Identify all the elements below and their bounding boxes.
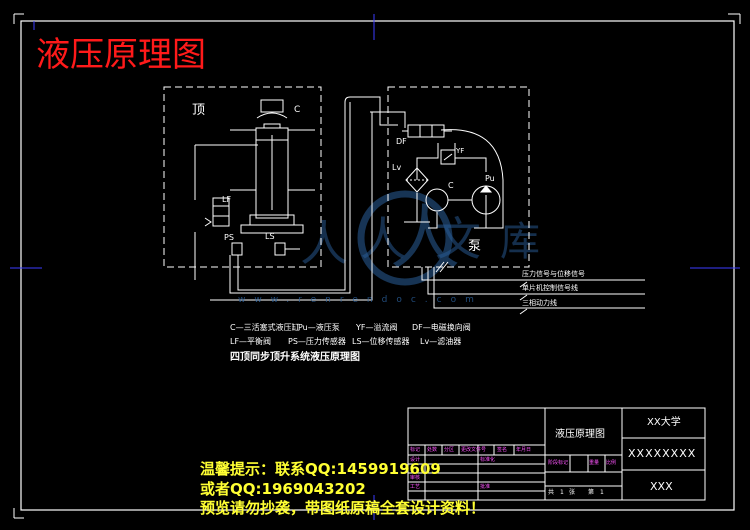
- legend-yf: YF—溢流阀: [356, 323, 398, 332]
- tb-sheet: XXX: [650, 480, 673, 493]
- ps-label: PS: [224, 233, 234, 242]
- center-marks: [10, 14, 740, 520]
- lf-valve: [204, 197, 230, 227]
- tb-sheet-no: 1: [600, 489, 604, 496]
- cylinder-c: [230, 99, 315, 234]
- legend-caption: 四顶同步顶升系统液压原理图: [230, 352, 360, 363]
- page-title: 液压原理图: [36, 35, 206, 75]
- tb-r1: 审核: [410, 475, 421, 481]
- jack-box-label: 顶: [192, 103, 206, 118]
- tb-h4: 签名: [497, 447, 508, 453]
- notice-line-3: 预览请勿抄袭，带图纸原稿全套设计资料！: [200, 499, 486, 517]
- tb-h2: 分区: [444, 447, 455, 453]
- lf-label: LF: [222, 195, 232, 204]
- legend-pu: Pu—液压泵: [298, 323, 340, 332]
- hydraulic-lines: [194, 96, 504, 301]
- yf-valve: [440, 149, 456, 165]
- lv-label: Lv: [392, 163, 402, 172]
- cylinder-label: C: [294, 105, 301, 115]
- jack-dashed-box: [163, 86, 322, 268]
- legend-ps: PS—压力传感器: [288, 337, 346, 346]
- yf-label: YF: [456, 147, 465, 155]
- tb-weight: 重量: [589, 460, 600, 466]
- signal-label-mcu: 单片机控制信号线: [522, 284, 578, 292]
- watermark-logo: 人: [357, 190, 460, 286]
- ls-label: LS: [265, 232, 275, 241]
- watermark-url: www.renrendoc.com: [238, 295, 483, 305]
- tb-sheet-no-label: 第: [588, 489, 595, 496]
- tb-scale: 比例: [606, 460, 617, 466]
- lv-filter: [405, 167, 429, 193]
- signal-lines: [421, 261, 645, 315]
- legend-c: C—三活塞式液压缸: [230, 323, 300, 332]
- svg-text:人: 人: [360, 212, 406, 266]
- tb-h5: 年月日: [516, 447, 532, 453]
- signal-label-power: 三相动力线: [522, 299, 557, 307]
- title-block-grid: [407, 407, 706, 501]
- tb-sheet-total-label: 共: [548, 489, 555, 496]
- pump-label: Pu: [485, 174, 495, 183]
- pump-dashed-box: [387, 86, 530, 268]
- pump-box-label: 泵: [468, 239, 482, 254]
- tb-sheet-unit: 张: [569, 489, 576, 496]
- corner-ticks: [13, 13, 741, 519]
- svg-text:库: 库: [500, 219, 540, 265]
- df-label: DF: [396, 137, 407, 146]
- tb-stage: 阶段标记: [548, 460, 569, 466]
- legend-ls: LS—位移传感器: [352, 337, 410, 346]
- notice-line-1: 温馨提示：联系QQ:1459919609: [200, 460, 441, 478]
- sensors: [231, 242, 300, 256]
- legend-lv: Lv—滤油器: [420, 337, 462, 346]
- svg-text:人: 人: [300, 216, 348, 272]
- tb-h0: 标记: [410, 447, 421, 453]
- tb-r3: 标准化: [480, 457, 496, 463]
- tb-code: XXXXXXXX: [628, 447, 697, 460]
- legend-lf: LF—平衡阀: [230, 337, 272, 346]
- watermark-glyphs: 人 人 文 库: [300, 212, 540, 272]
- tb-r2: 工艺: [410, 484, 421, 490]
- legend-df: DF—电磁换向阀: [412, 323, 471, 332]
- tb-r0: 设计: [410, 457, 421, 463]
- motor-pump: [425, 185, 501, 215]
- motor-label: C: [448, 181, 454, 190]
- df-valve: [402, 124, 452, 138]
- tb-sheet-total: 1: [560, 489, 564, 496]
- tb-school: XX大学: [647, 417, 681, 428]
- drawing-border: [20, 20, 735, 511]
- svg-text:文: 文: [435, 212, 481, 266]
- svg-text:人: 人: [390, 197, 460, 279]
- tb-drawing-name: 液压原理图: [555, 429, 605, 440]
- signal-label-pressure: 压力信号与位移信号: [522, 270, 585, 278]
- tb-r4: 批准: [480, 484, 491, 490]
- tb-h1: 处数: [427, 447, 438, 453]
- tb-h3: 更改文件号: [461, 447, 487, 453]
- notice-line-2: 或者QQ:1969043202: [200, 480, 366, 498]
